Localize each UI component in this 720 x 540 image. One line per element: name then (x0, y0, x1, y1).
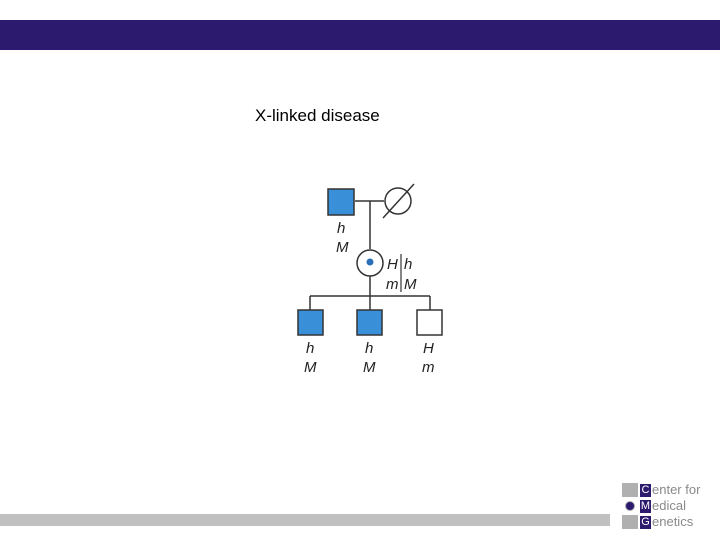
son-1-allele-1: h (306, 340, 314, 357)
logo-square (622, 483, 638, 497)
daughter-allele-right-1: h (404, 256, 412, 273)
son-1-allele-2: M (304, 359, 317, 376)
father-allele-2: M (336, 239, 349, 256)
son-2-allele-1: h (365, 340, 373, 357)
top-banner (0, 20, 720, 50)
logo-text-2: edical (652, 498, 686, 513)
logo-text-1: enter for (652, 482, 701, 497)
son-2-affected-square (356, 309, 383, 336)
logo-row-1: C enter for (622, 482, 720, 498)
son-3-allele-2: m (422, 359, 435, 376)
daughter-allele-right-2: M (404, 276, 417, 293)
father-affected-square (327, 188, 355, 216)
logo-dot-icon (622, 499, 638, 513)
deceased-slash (382, 183, 415, 219)
logo-text-3: enetics (652, 514, 694, 529)
pedigree-chart: h M H m h M h M h M H m (280, 170, 460, 390)
logo-row-3: G enetics (622, 514, 720, 530)
logo-initial-g: G (640, 515, 651, 529)
logo-row-2: M edical (622, 498, 720, 514)
son-3-allele-1: H (423, 340, 434, 357)
slide-title: X-linked disease (255, 106, 380, 125)
logo-initial-c: C (640, 483, 651, 497)
center-medical-genetics-logo: C enter for M edical G enetics (622, 482, 720, 530)
bottom-bar (0, 514, 610, 526)
father-allele-1: h (337, 220, 345, 237)
son-1-affected-square (297, 309, 324, 336)
daughter-allele-left-2: m (386, 276, 399, 293)
logo-square (622, 515, 638, 529)
daughter-allele-left-1: H (387, 256, 398, 273)
logo-initial-m: M (640, 499, 651, 513)
son-3-unaffected-square (416, 309, 443, 336)
son-2-allele-2: M (363, 359, 376, 376)
carrier-dot (366, 258, 374, 266)
